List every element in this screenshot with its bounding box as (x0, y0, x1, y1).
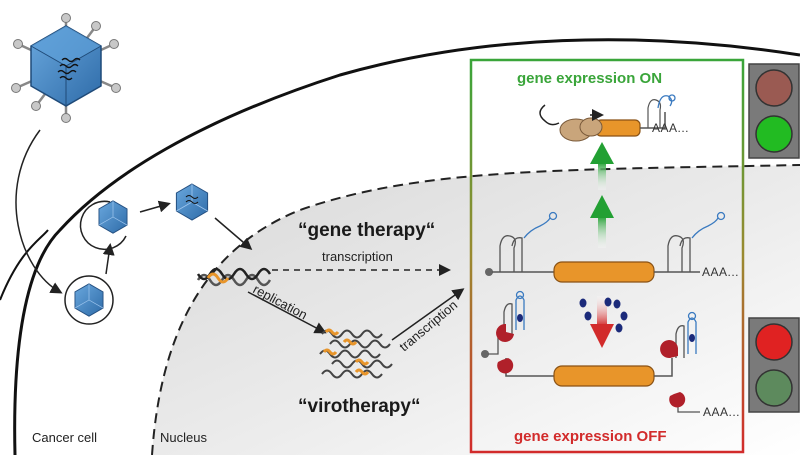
endosome-virus (64, 275, 114, 325)
polyA-label-1: AAA... (652, 121, 689, 135)
transcription-top-label: transcription (322, 249, 393, 264)
polyA-label-3: AAA... (703, 405, 740, 419)
translation-on-group: AAA... (539, 94, 689, 142)
green-arrows (590, 142, 614, 248)
polyA-label-2: AAA... (702, 265, 739, 279)
nucleus-membrane (151, 164, 800, 456)
entry-path (15, 129, 63, 294)
mrna-unbound: AAA... (485, 211, 739, 283)
virotherapy-label: “virotherapy“ (298, 396, 420, 417)
cancer-cell-label: Cancer cell (32, 430, 97, 445)
gene-expression-on-label: gene expression ON (517, 70, 662, 87)
expression-box (469, 58, 745, 454)
transcription-right-arrow (391, 288, 465, 341)
traffic-green-on (755, 115, 793, 153)
adenovirus-icon (11, 13, 121, 123)
traffic-red-dim (755, 69, 793, 107)
gene-expression-off-label: gene expression OFF (514, 428, 667, 445)
nucleus-label: Nucleus (160, 430, 207, 445)
ligand-binding (579, 296, 628, 348)
arrow-right (139, 200, 171, 213)
cell-membrane (13, 38, 800, 456)
replicated-genomes (319, 328, 393, 379)
arrow-into-nucleus (214, 217, 253, 250)
traffic-light-icon (748, 317, 800, 413)
gene-therapy-label: “gene therapy“ (298, 220, 435, 241)
traffic-green-dim (755, 369, 793, 407)
replication-arrow (247, 291, 327, 334)
ribosome-icon (559, 117, 603, 142)
mrna-bound: AAA... (481, 290, 740, 419)
dna-helix-icon (196, 267, 272, 287)
nuclear-pore-virus (175, 183, 209, 221)
traffic-red-on (755, 323, 793, 361)
escaping-virus (79, 200, 128, 251)
cell-membrane-outer (0, 229, 49, 301)
traffic-light-icon (748, 63, 800, 159)
arrow-up (102, 243, 115, 275)
